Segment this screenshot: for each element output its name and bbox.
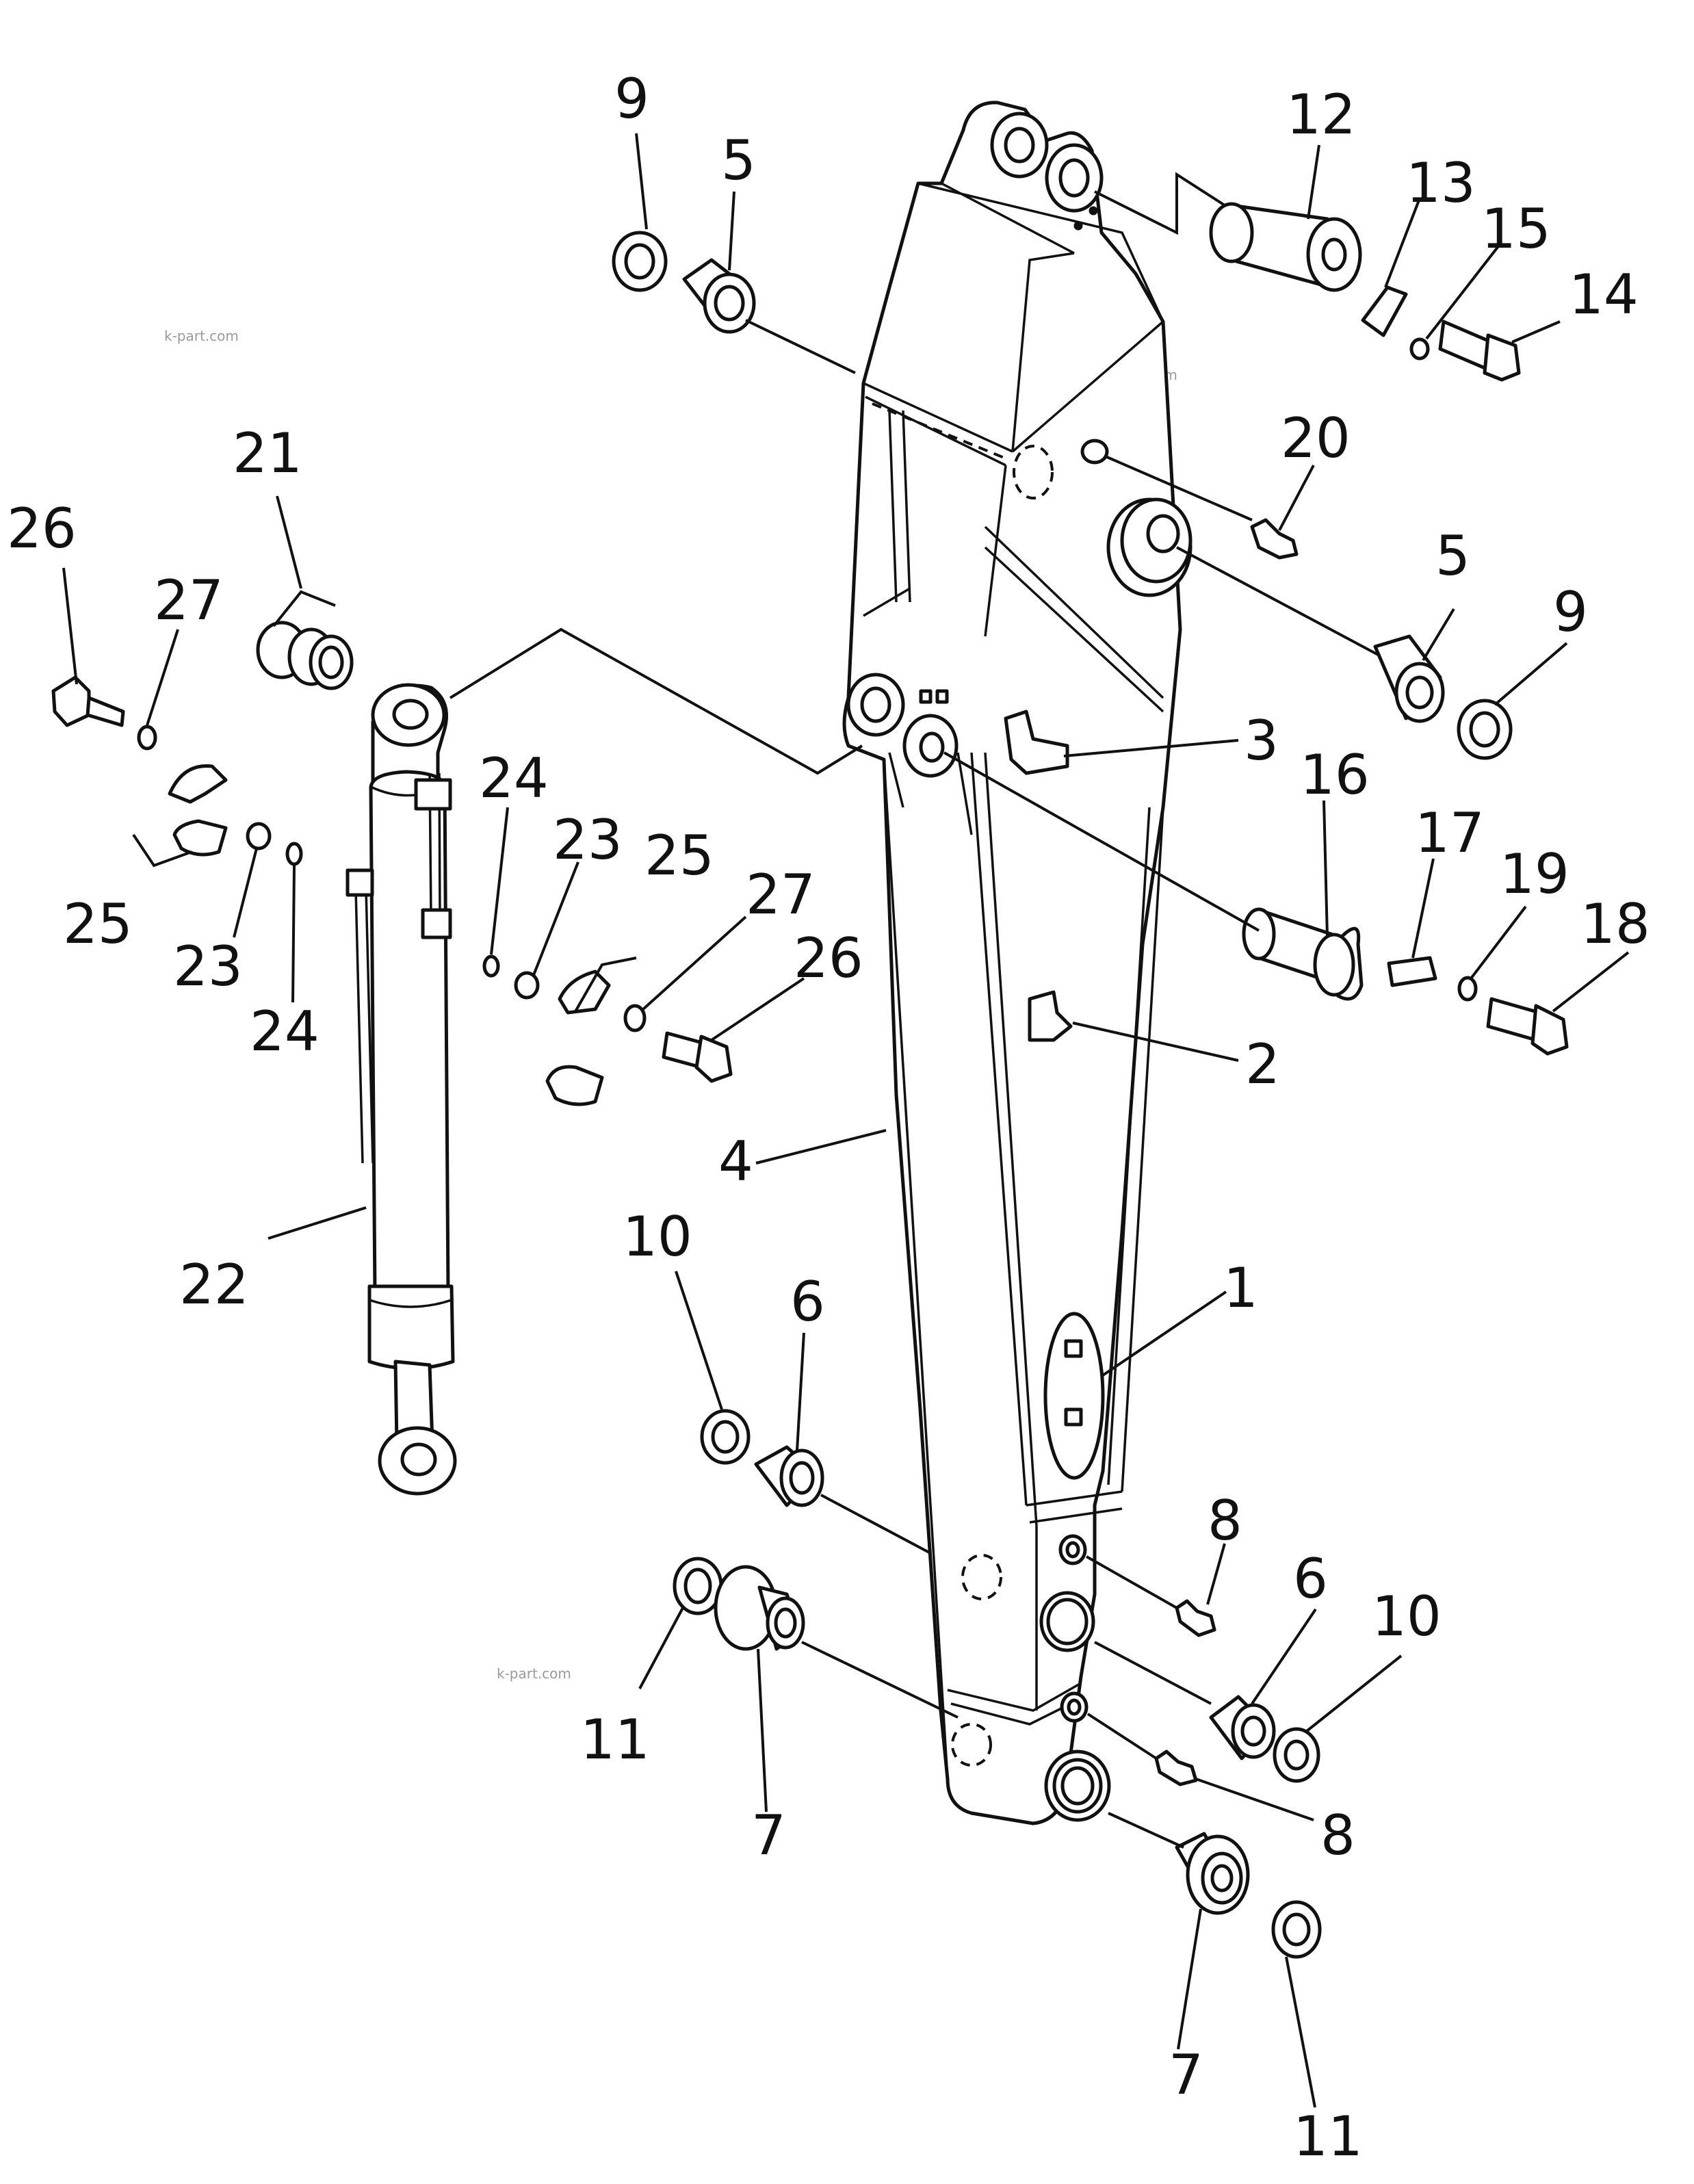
bushing-6-right (1209, 1695, 1276, 1760)
bolt-26-right (662, 1031, 733, 1083)
callout-9-top: 9 (614, 67, 649, 131)
seal-kit-21 (256, 621, 354, 690)
pin-12 (1209, 202, 1362, 292)
spacer-23-right (514, 971, 540, 1000)
washer-27-right (623, 1004, 647, 1032)
callout-19: 19 (1500, 842, 1569, 906)
clamp-25-right (545, 970, 611, 1106)
spacer-23-left (246, 822, 272, 850)
callout-23-left: 23 (173, 935, 243, 998)
fitting-washer-20 (1080, 439, 1109, 465)
washer-15 (1409, 337, 1430, 361)
callout-1: 1 (1223, 1256, 1258, 1320)
callout-24-right: 24 (479, 746, 549, 810)
bushing-5-right (1373, 634, 1445, 723)
callout-6-left: 6 (790, 1270, 825, 1334)
callout-23-right: 23 (553, 808, 623, 872)
callout-21: 21 (233, 421, 302, 485)
bolt-26-left (51, 675, 125, 727)
watermark-3: k-part.com (497, 1665, 571, 1682)
grease-fitting-8-lower (1154, 1750, 1198, 1786)
clamp-25-left (168, 764, 228, 857)
callout-8-top: 8 (1208, 1489, 1242, 1552)
callout-7-left: 7 (751, 1804, 786, 1867)
boss-plate (1106, 497, 1193, 597)
plate-17 (1387, 956, 1437, 987)
callout-7-right: 7 (1169, 2043, 1203, 2107)
callout-20: 20 (1281, 406, 1351, 470)
callout-2: 2 (1245, 1032, 1280, 1096)
callout-11-left: 11 (580, 1708, 650, 1771)
bushing-5-upper (682, 258, 756, 334)
callout-5-top: 5 (721, 129, 756, 192)
callout-12: 12 (1286, 83, 1356, 146)
callout-26-right: 26 (794, 926, 863, 990)
seal-10-left (700, 1409, 751, 1465)
seal-11-right (1271, 1900, 1322, 1959)
pin-16 (1242, 907, 1364, 1001)
callout-15: 15 (1481, 197, 1551, 261)
callout-9-right: 9 (1553, 580, 1588, 644)
callout-27-right: 27 (746, 863, 816, 926)
callout-3: 3 (1244, 709, 1279, 772)
bolt-18 (1486, 997, 1569, 1056)
hydraulic-cylinder-22 (346, 683, 457, 1496)
washer-27-left (137, 725, 157, 751)
bushing-6-left (754, 1445, 824, 1507)
seal-10-right (1273, 1727, 1320, 1783)
seal-9-right (1457, 699, 1513, 760)
callout-22: 22 (179, 1253, 249, 1316)
callout-11-right: 11 (1293, 2105, 1363, 2168)
grease-fitting-8-upper (1175, 1599, 1216, 1637)
bushing-7-right (1175, 1832, 1250, 1915)
callout-26-left: 26 (7, 497, 77, 560)
seal-9-upper (612, 231, 668, 292)
arm-assembly (842, 101, 1182, 1825)
o-ring-24-left (285, 842, 303, 866)
seal-11-left (673, 1557, 723, 1615)
callout-18: 18 (1580, 892, 1650, 956)
callout-4: 4 (718, 1130, 753, 1193)
callout-25-left: 25 (63, 892, 133, 956)
plate-13 (1361, 285, 1408, 337)
callout-16: 16 (1300, 743, 1370, 807)
callout-10-right: 10 (1372, 1585, 1442, 1648)
callout-27-left: 27 (154, 569, 224, 632)
callout-6-right: 6 (1293, 1547, 1328, 1611)
callout-17: 17 (1415, 801, 1485, 865)
watermark-1: k-part.com (164, 328, 239, 344)
callout-13: 13 (1406, 151, 1476, 215)
callout-8-bottom: 8 (1320, 1804, 1355, 1867)
bolt-14 (1438, 320, 1521, 382)
callout-14: 14 (1569, 263, 1639, 326)
callout-24-left: 24 (250, 1000, 320, 1063)
callout-25-right: 25 (644, 824, 714, 887)
bushing-7-left (714, 1565, 805, 1651)
washer-19 (1457, 976, 1478, 1002)
grease-fitting-20 (1250, 518, 1299, 560)
o-ring-24-right (482, 954, 500, 978)
callout-10-left: 10 (623, 1205, 692, 1269)
callout-5-right: 5 (1435, 524, 1470, 588)
